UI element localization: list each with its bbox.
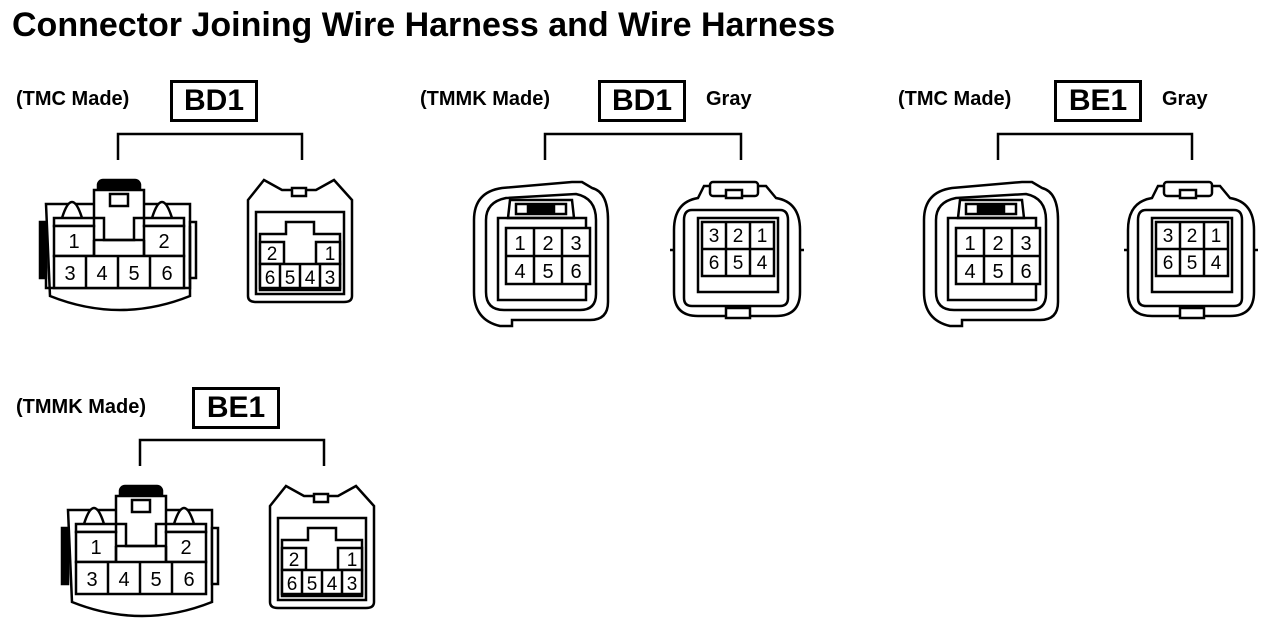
pin-label: 3 (64, 263, 75, 285)
pin-label: 1 (964, 233, 975, 255)
pin-label: 1 (514, 233, 525, 255)
pin-label: 6 (570, 261, 581, 283)
pin-label: 2 (992, 233, 1003, 255)
pin-label: 5 (128, 263, 139, 285)
group-2-connector-code: BD1 (598, 80, 686, 122)
pin-label: 4 (964, 261, 975, 283)
pin-label: 3 (570, 233, 581, 255)
group-1-bracket (116, 132, 304, 160)
pin-label: 6 (709, 253, 720, 274)
pin-label: 5 (542, 261, 553, 283)
group-2-color-label: Gray (706, 88, 752, 110)
pin-label: 6 (183, 569, 194, 591)
pin-label: 2 (1187, 226, 1198, 247)
pin-label: 4 (96, 263, 107, 285)
pin-label: 3 (709, 226, 720, 247)
pin-label: 4 (327, 574, 338, 595)
pin-label: 4 (757, 253, 768, 274)
group-3-female-connector: 1 2 3 4 5 6 (922, 180, 1060, 328)
pin-label: 1 (325, 244, 336, 265)
group-3-made-label: (TMC Made) (898, 88, 1012, 110)
pin-label: 2 (267, 244, 278, 265)
pin-label: 6 (1020, 261, 1031, 283)
pin-label: 3 (325, 268, 336, 289)
pin-label: 6 (161, 263, 172, 285)
pin-label: 5 (307, 574, 318, 595)
group-2-made-label: (TMMK Made) (420, 88, 550, 110)
pin-label: 6 (287, 574, 298, 595)
group-4-connector-code: BE1 (192, 387, 280, 429)
pin-label: 6 (265, 268, 276, 289)
pin-label: 2 (733, 226, 744, 247)
group-2-bracket (543, 132, 743, 160)
pin-label: 4 (1211, 253, 1222, 274)
group-4-made-label: (TMMK Made) (16, 396, 146, 418)
pin-label: 5 (285, 268, 296, 289)
group-1-connector-code: BD1 (170, 80, 258, 122)
group-1-male-connector: 2 1 6 5 4 3 (246, 178, 354, 304)
pin-label: 1 (1211, 226, 1222, 247)
pin-label: 2 (158, 231, 169, 253)
pin-label: 4 (514, 261, 525, 283)
pin-label: 3 (1020, 233, 1031, 255)
pin-label: 1 (90, 537, 101, 559)
pin-label: 1 (68, 231, 79, 253)
group-3-bracket (996, 132, 1194, 160)
pin-label: 6 (1163, 253, 1174, 274)
pin-label: 3 (1163, 226, 1174, 247)
pin-label: 3 (86, 569, 97, 591)
pin-label: 2 (180, 537, 191, 559)
pin-label: 5 (150, 569, 161, 591)
pin-label: 5 (1187, 253, 1198, 274)
pin-label: 3 (347, 574, 358, 595)
group-4-male-connector: 2 1 6 5 4 3 (268, 484, 376, 610)
pin-label: 1 (757, 226, 768, 247)
pin-label: 1 (347, 550, 358, 571)
group-2-male-connector: 3 2 1 6 5 4 (670, 180, 804, 320)
pin-label: 5 (992, 261, 1003, 283)
group-1-made-label: (TMC Made) (16, 88, 130, 110)
pin-label: 2 (289, 550, 300, 571)
group-4-bracket (138, 438, 326, 466)
group-3-color-label: Gray (1162, 88, 1208, 110)
diagram-title: Connector Joining Wire Harness and Wire … (12, 6, 836, 44)
group-3-male-connector: 3 2 1 6 5 4 (1124, 180, 1258, 320)
group-2-female-connector: 1 2 3 4 5 6 (472, 180, 610, 328)
group-1-female-connector: 1 2 3 4 5 6 (38, 178, 198, 312)
group-4-female-connector: 1 2 3 4 5 6 (60, 484, 220, 618)
pin-label: 4 (118, 569, 129, 591)
pin-label: 4 (305, 268, 316, 289)
pin-label: 5 (733, 253, 744, 274)
pin-label: 2 (542, 233, 553, 255)
group-3-connector-code: BE1 (1054, 80, 1142, 122)
